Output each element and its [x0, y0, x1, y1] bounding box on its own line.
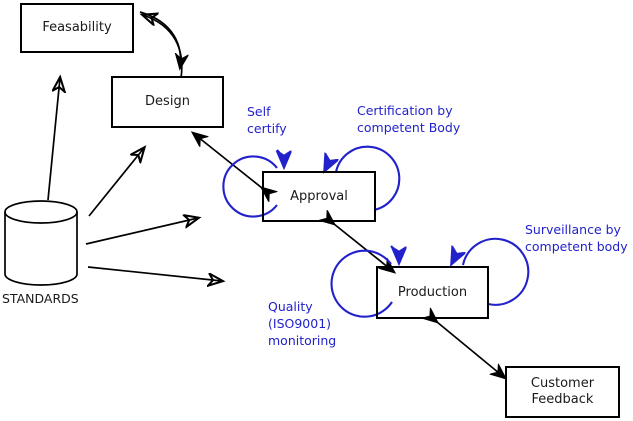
loop-self-certify — [222, 149, 284, 218]
annotation-quality-monitoring: Quality (ISO9001) monitoring — [268, 299, 337, 348]
node-feasability[interactable]: Feasability — [20, 3, 134, 53]
loop-certification-by-body — [325, 145, 401, 212]
flow-standards-to-feasability — [47, 78, 60, 201]
node-customer-feedback[interactable]: Customer Feedback — [505, 366, 620, 418]
annotation-surveillance-by-body: Surveillance by competent body — [525, 222, 628, 254]
flow-feasability-to-design — [139, 11, 181, 68]
flow-approval-to-design — [193, 133, 262, 188]
node-design-label: Design — [145, 94, 190, 109]
standards-cylinder-shape — [4, 200, 78, 286]
flow-design-to-feasability — [143, 15, 183, 79]
annotation-certification-by-body: Certification by competent Body — [357, 103, 461, 135]
loop-quality-monitoring — [330, 245, 399, 318]
annotation-self-certify: Self certify — [247, 104, 287, 136]
flow-standards-to-production — [87, 266, 222, 281]
node-design[interactable]: Design — [111, 76, 224, 128]
standards-store-label: STANDARDS — [2, 291, 79, 306]
flow-standards-to-approval — [85, 218, 198, 245]
node-production-label: Production — [397, 284, 468, 300]
loop-surveillance-by-body — [452, 237, 530, 306]
flow-production-to-approval — [334, 224, 394, 272]
flow-production-to-customer-feedback — [437, 322, 505, 378]
node-approval-label: Approval — [290, 188, 348, 204]
node-feasability-label: Feasability — [42, 20, 112, 35]
node-approval[interactable]: Approval — [262, 171, 376, 222]
node-production[interactable]: Production — [376, 266, 489, 319]
flow-standards-to-design — [88, 148, 144, 217]
node-customer-feedback-label: Customer Feedback — [530, 376, 595, 407]
